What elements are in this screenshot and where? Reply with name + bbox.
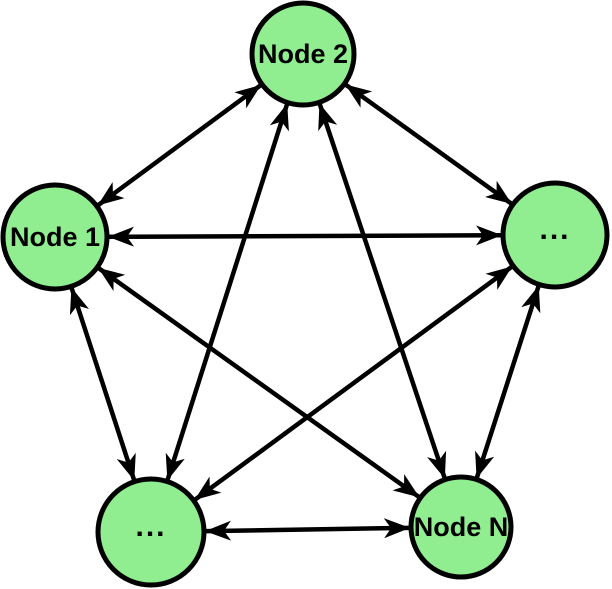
node-circle-node-2: [249, 0, 357, 108]
node-circle-node-dots-bottom-left: [95, 476, 207, 588]
node-node-dots-bottom-left: ...: [95, 476, 207, 588]
node-label-node-2: Node 2: [258, 39, 348, 69]
node-circle-node-n: [408, 474, 514, 580]
node-circle-node-dots-right: [500, 180, 610, 290]
node-node-n: Node N: [408, 474, 514, 580]
node-node-2: Node 2: [249, 0, 357, 108]
edge-node-2--node-dots-right: [344, 83, 513, 206]
node-node-dots-right: ...: [500, 180, 610, 290]
edge-node-dots-bottom-left--node-1: [69, 287, 137, 481]
node-label-node-1: Node 1: [10, 222, 100, 252]
edge-node-2--node-n: [317, 103, 447, 479]
edge-node-1--node-2: [97, 83, 262, 207]
edge-node-dots-right--node-n: [474, 285, 541, 479]
node-circle-node-1: [0, 182, 110, 292]
edges-layer: [69, 83, 541, 541]
edge-node-dots-right--node-dots-bottom-left: [193, 265, 513, 502]
edge-node-2--node-dots-bottom-left: [165, 103, 290, 481]
edge-node-n--node-dots-bottom-left: [204, 518, 411, 541]
node-label-node-dots-bottom-left: ...: [135, 510, 166, 543]
node-label-node-n: Node N: [414, 512, 509, 542]
node-node-1: Node 1: [0, 182, 110, 292]
edge-node-1--node-dots-right: [107, 225, 503, 247]
node-label-node-dots-right: ...: [539, 213, 570, 246]
edge-node-1--node-n: [97, 266, 420, 499]
